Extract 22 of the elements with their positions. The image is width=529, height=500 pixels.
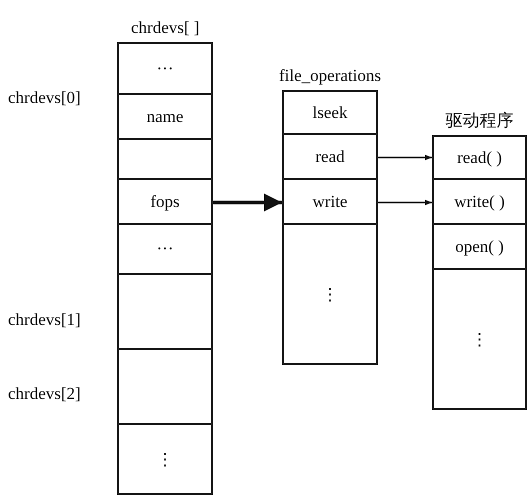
table-heading: 驱动程序 xyxy=(446,110,514,132)
table-heading: file_operations xyxy=(279,66,381,86)
field-cell: write xyxy=(284,180,376,225)
index-label: chrdevs[0] xyxy=(8,88,81,108)
index-label: chrdevs[2] xyxy=(8,384,81,404)
field-cell: ··· xyxy=(119,225,211,275)
field-cell: ··· xyxy=(119,44,211,95)
field-cell: name xyxy=(119,95,211,140)
arrow xyxy=(213,194,282,212)
field-cell: write( ) xyxy=(434,180,525,225)
table-heading: chrdevs[ ] xyxy=(131,18,200,38)
arrow xyxy=(378,200,432,206)
arrow xyxy=(378,154,432,160)
field-cell: open( ) xyxy=(434,225,525,270)
field-cell: ⋮ xyxy=(284,225,376,363)
field-cell: read xyxy=(284,135,376,180)
field-cell: read( ) xyxy=(434,137,525,180)
field-cell: lseek xyxy=(284,92,376,135)
field-cell: fops xyxy=(119,180,211,225)
index-label: chrdevs[1] xyxy=(8,310,81,330)
field-cell: ⋮ xyxy=(434,270,525,408)
field-cell: ⋮ xyxy=(119,425,211,493)
